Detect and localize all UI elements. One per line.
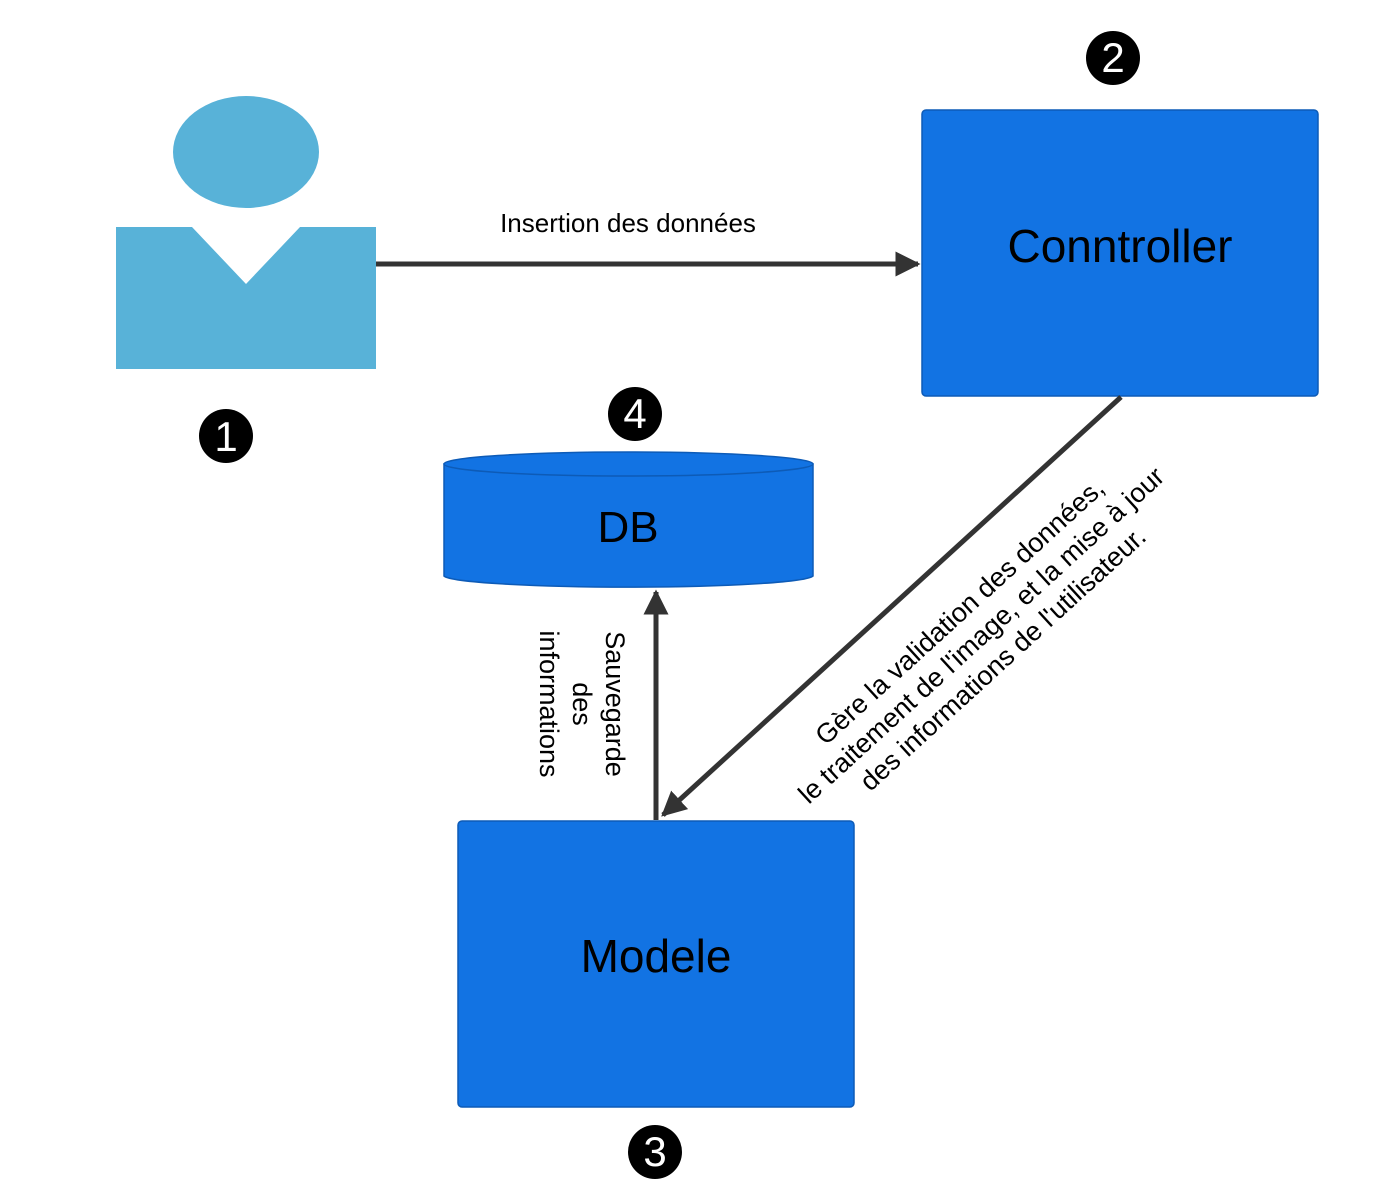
badge-database-number: 4	[623, 390, 646, 437]
edge-user-to-controller-label: Insertion des données	[500, 208, 756, 238]
edge-model-to-database: Sauvegarde des informations	[534, 589, 669, 820]
user-head	[173, 96, 319, 208]
user-body	[116, 227, 376, 369]
database-cylinder[interactable]: DB	[443, 451, 814, 588]
model-label: Modele	[581, 930, 732, 982]
controller-box[interactable]: Conntroller	[921, 109, 1319, 397]
edge-controller-to-model-label-line-2: le traitement de l'image, et la mise à j…	[793, 461, 1171, 809]
model-box[interactable]: Modele	[457, 820, 855, 1108]
badge-user-number: 1	[214, 413, 237, 460]
edge-controller-to-model-line	[661, 395, 1123, 817]
badge-controller-number: 2	[1101, 34, 1124, 81]
database-label: DB	[597, 503, 658, 552]
edge-model-to-database-label-line-3: informations	[534, 630, 564, 777]
badge-controller: 2	[1086, 31, 1140, 85]
edge-model-to-database-label-line-2: des	[567, 682, 597, 726]
badge-database: 4	[608, 387, 662, 441]
badge-user: 1	[199, 409, 253, 463]
badge-model: 3	[628, 1125, 682, 1179]
user-icon	[116, 96, 376, 369]
edge-model-to-database-label-line-1: Sauvegarde	[600, 631, 630, 777]
controller-label: Conntroller	[1008, 220, 1233, 272]
edge-user-to-controller: Insertion des données	[376, 208, 921, 277]
badge-model-number: 3	[643, 1128, 666, 1175]
